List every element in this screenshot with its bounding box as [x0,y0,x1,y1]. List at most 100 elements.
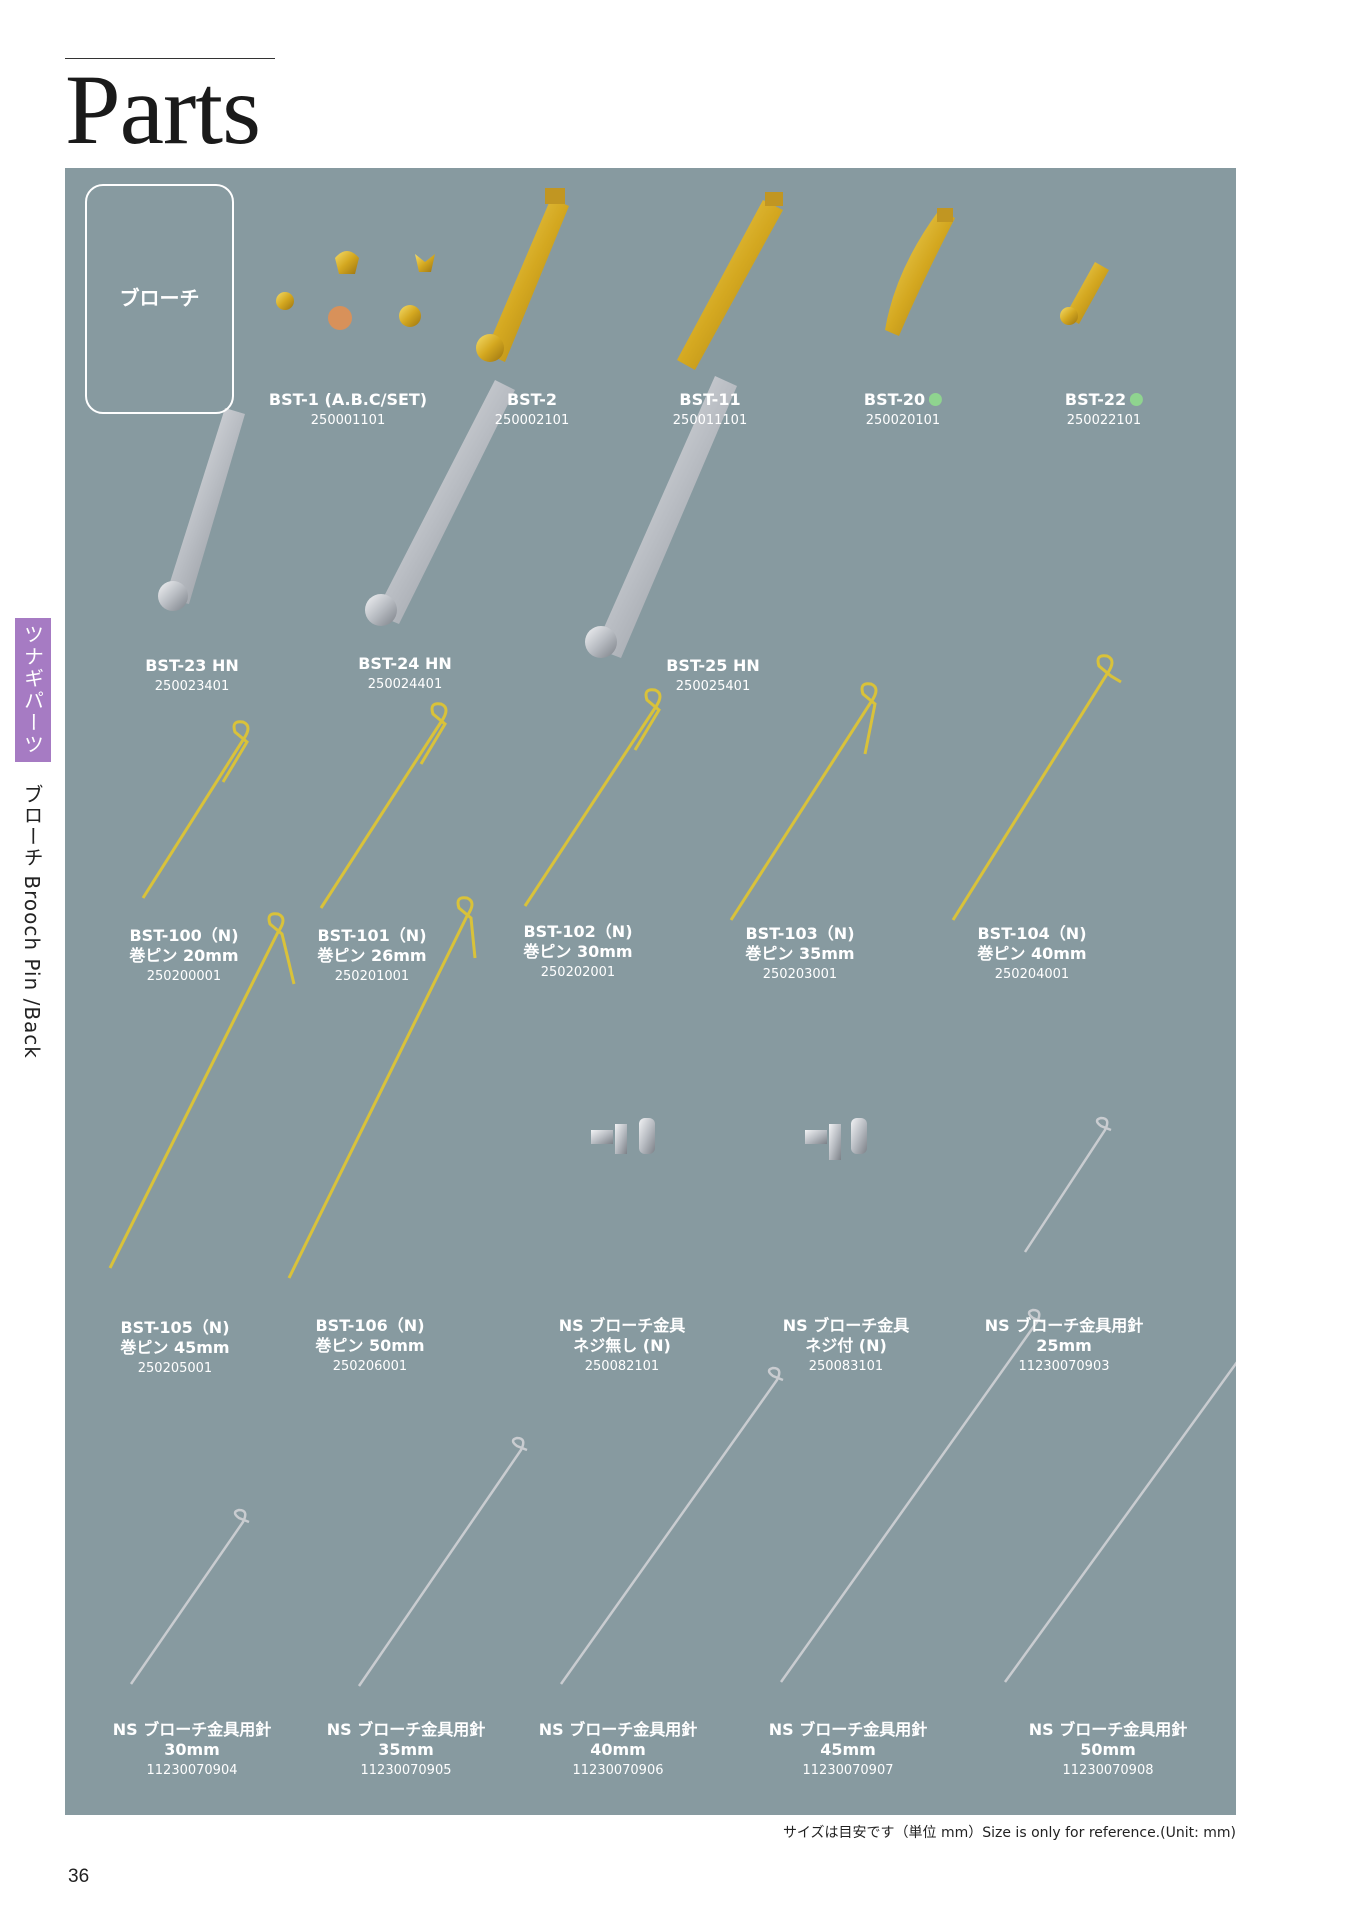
product-name: BST-105（N) [120,1318,230,1337]
product-ns-needle-50: NS ブローチ金具用針 50mm 11230070908 [1029,1720,1188,1780]
product-code: 250011101 [672,413,748,428]
product-code: 250022101 [1066,413,1142,428]
bst-22-image [1060,262,1109,325]
product-name: NS ブローチ金具用針 [984,1316,1144,1335]
product-size: 巻ピン 26mm [317,946,427,965]
needle-35-image [357,1436,528,1687]
category-box: ブローチ [85,184,234,414]
title-rule [65,58,275,59]
product-bst-105: BST-105（N) 巻ピン 45mm 250205001 [120,1318,229,1378]
product-name: NS ブローチ金具用針 [1028,1720,1188,1739]
page-number: 36 [68,1866,90,1887]
product-variant: ネジ付 (N) [805,1336,887,1355]
product-size: 30mm [164,1740,220,1759]
product-name: NS ブローチ金具用針 [326,1720,486,1739]
product-bst-1: BST-1 (A.B.C/SET) 250001101 [269,390,427,430]
product-name: BST-100（N) [129,926,239,945]
product-name: BST-22 [1064,390,1127,409]
product-bst-11: BST-11 250011101 [673,390,747,430]
bst-105-image [108,912,296,1269]
side-tab-label: ツナギパーツ [20,624,45,756]
product-code: 250001101 [310,413,386,428]
product-bst-23: BST-23 HN 250023401 [145,656,239,696]
bst-2-image [476,188,569,362]
product-bst-102: BST-102（N) 巻ピン 30mm 250202001 [523,922,632,982]
product-code: 250201001 [334,969,410,984]
product-code: 250023401 [154,679,230,694]
product-code: 11230070904 [146,1763,238,1778]
product-code: 250025401 [675,679,751,694]
ns-fitting-plain-image [591,1118,655,1154]
product-code: 11230070907 [802,1763,894,1778]
product-ns-needle-45: NS ブローチ金具用針 45mm 11230070907 [769,1720,928,1780]
product-size: 50mm [1080,1740,1136,1759]
product-name: BST-25 HN [666,656,760,675]
ns-fitting-screw-image [805,1118,867,1160]
product-name: BST-104（N) [977,924,1087,943]
product-ns-fitting-screw: NS ブローチ金具 ネジ付 (N) 250083101 [783,1316,910,1376]
product-size: 25mm [1036,1336,1092,1355]
product-bst-104: BST-104（N) 巻ピン 40mm 250204001 [977,924,1086,984]
product-bst-25: BST-25 HN 250025401 [666,656,760,696]
bst-106-image [287,896,477,1279]
bst-25-image [585,376,737,658]
product-code: 250083101 [808,1359,884,1374]
product-name: BST-24 HN [358,654,452,673]
product-size: 巻ピン 45mm [120,1338,230,1357]
bst-24-image [365,380,515,626]
needle-30-image [129,1508,250,1685]
product-bst-101: BST-101（N) 巻ピン 26mm 250201001 [317,926,426,986]
bst-101-image [319,702,448,909]
product-variant: ネジ無し (N) [573,1336,671,1355]
product-name: BST-103（N) [745,924,855,943]
product-name: NS ブローチ金具用針 [768,1720,928,1739]
product-code: 250002101 [494,413,570,428]
needle-45-image [779,1308,1044,1683]
product-bst-106: BST-106（N) 巻ピン 50mm 250206001 [315,1316,424,1376]
product-size: 巻ピン 50mm [315,1336,425,1355]
product-ns-needle-35: NS ブローチ金具用針 35mm 11230070905 [327,1720,486,1780]
product-code: 250204001 [994,967,1070,982]
product-size: 巻ピン 35mm [745,944,855,963]
product-code: 11230070903 [1018,1359,1110,1374]
bst-103-image [729,682,878,921]
product-name: NS ブローチ金具 [558,1316,686,1335]
side-tab: ツナギパーツ [15,618,51,762]
product-name: BST-2 [506,390,558,409]
product-code: 250082101 [584,1359,660,1374]
product-size: 35mm [378,1740,434,1759]
green-dot-icon [929,393,943,406]
product-name: NS ブローチ金具 [782,1316,910,1335]
needle-40-image [559,1366,784,1685]
product-bst-100: BST-100（N) 巻ピン 20mm 250200001 [129,926,238,986]
product-images [108,188,1236,1687]
bst-100-image [141,720,250,899]
product-name: BST-102（N) [523,922,633,941]
product-bst-2: BST-2 250002101 [495,390,569,430]
side-subtitle: ブローチ Brooch Pin /Back [20,784,44,1059]
product-code: 250203001 [762,967,838,982]
product-size: 45mm [820,1740,876,1759]
product-name: NS ブローチ金具用針 [112,1720,272,1739]
product-size: 巻ピン 30mm [523,942,633,961]
bst-1-image [276,251,435,330]
product-code: 11230070908 [1062,1763,1154,1778]
product-code: 250024401 [367,677,443,692]
product-bst-20: BST-20 250020101 [864,390,943,430]
bst-23-image [158,408,245,611]
product-bst-103: BST-103（N) 巻ピン 35mm 250203001 [745,924,854,984]
product-name: BST-11 [679,390,741,409]
product-code: 250202001 [540,965,616,980]
product-name: NS ブローチ金具用針 [538,1720,698,1739]
product-name: BST-106（N) [315,1316,425,1335]
category-label: ブローチ [119,286,200,310]
needle-25-image [1023,1116,1112,1253]
product-size: 巻ピン 40mm [977,944,1087,963]
product-panel [65,168,1236,1815]
product-code: 250206001 [332,1359,408,1374]
bst-20-image [885,208,955,336]
bst-104-image [951,654,1122,921]
product-name: BST-1 (A.B.C/SET) [268,390,428,409]
product-size: 40mm [590,1740,646,1759]
size-footnote: サイズは目安です（単位 mm）Size is only for referenc… [782,1825,1236,1841]
